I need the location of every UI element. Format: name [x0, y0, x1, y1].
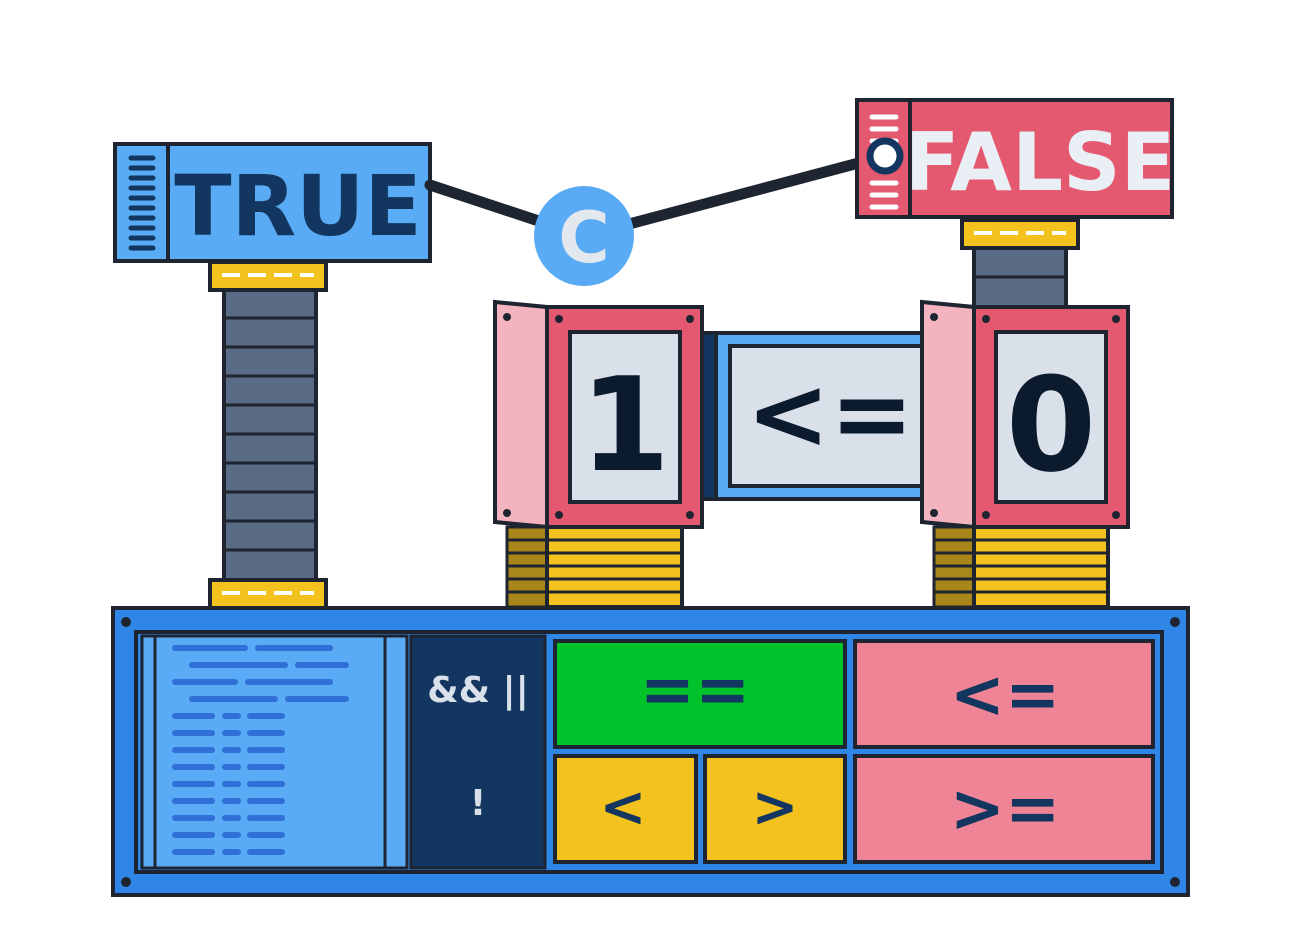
false-sign: FALSE [855, 98, 1176, 219]
right-operand-value: 0 [1006, 349, 1096, 501]
true-label: TRUE [174, 157, 422, 255]
logic-and-or-label: && || [427, 670, 529, 711]
true-pillar [208, 260, 328, 610]
less-equal-button-label: <= [950, 656, 1061, 733]
circle-c-icon: C [534, 186, 634, 286]
true-sign: TRUE [113, 142, 432, 263]
balance-beam [424, 150, 891, 242]
logic-operators-panel: && || ! [409, 634, 547, 870]
greater-than-button-label: > [752, 775, 799, 840]
false-label: FALSE [905, 116, 1176, 209]
left-spring [505, 525, 684, 609]
less-equal-button[interactable]: <= [853, 639, 1155, 749]
beam-hook [866, 137, 904, 175]
equals-button[interactable]: == [553, 639, 847, 749]
operator-block: <= [700, 331, 964, 501]
left-operand-block: 1 [493, 299, 704, 530]
console-text-panel [140, 634, 409, 870]
pivot-letter: C [558, 197, 609, 279]
logic-not-label: ! [470, 783, 486, 824]
code-lines [172, 645, 349, 855]
operator-value: <= [746, 355, 914, 472]
greater-equal-button[interactable]: >= [853, 754, 1155, 864]
less-than-button-label: < [600, 775, 647, 840]
right-spring [932, 525, 1110, 609]
vent-lines-icon [128, 155, 156, 251]
equals-button-label: == [640, 651, 751, 728]
less-than-button[interactable]: < [553, 754, 698, 864]
greater-than-button[interactable]: > [703, 754, 847, 864]
left-operand-value: 1 [580, 349, 670, 501]
false-pillar [960, 218, 1080, 310]
right-operand-block: 0 [920, 299, 1130, 530]
greater-equal-button-label: >= [950, 770, 1061, 847]
